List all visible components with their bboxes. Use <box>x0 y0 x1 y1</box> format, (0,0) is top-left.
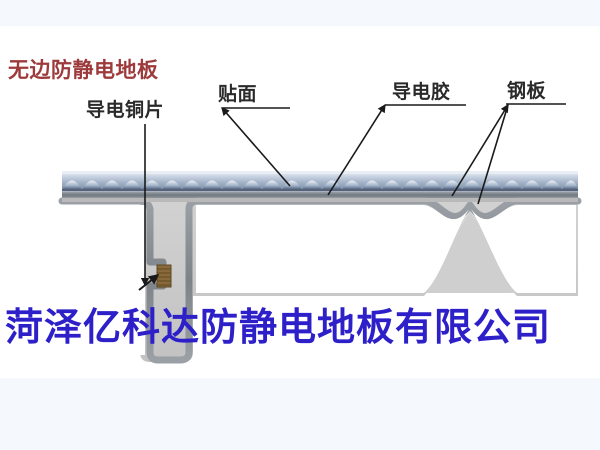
dome-core-fill <box>424 211 516 293</box>
facing-underline <box>62 189 578 192</box>
label-conductive-adhesive: 导电胶 <box>392 82 451 103</box>
steel-plate <box>58 197 582 364</box>
steel-plate-profile <box>58 197 582 364</box>
adhesive-layer <box>62 192 578 198</box>
facing-scallop-pattern <box>62 180 578 190</box>
facing-leader <box>221 107 291 187</box>
steel-leader-b <box>477 104 509 205</box>
copper-strip-body <box>157 265 171 287</box>
label-facing: 贴面 <box>218 84 258 105</box>
facing-highlight <box>62 171 578 174</box>
cavity-interior <box>66 205 576 355</box>
cavity-under-dome-left <box>196 205 469 293</box>
label-copper-strip: 导电铜片 <box>86 100 165 121</box>
scallop-facets <box>62 180 578 190</box>
label-steel-plate: 钢板 <box>507 81 547 102</box>
copper-strip-hatch <box>157 268 171 286</box>
steel-leader-a <box>451 103 509 197</box>
adhesive-band <box>62 192 578 198</box>
core-thin-strip <box>62 198 578 202</box>
cavity-under-dome-right <box>471 205 576 293</box>
cavity-left <box>66 205 145 355</box>
adhesive-leader <box>327 103 386 196</box>
callout-leaders <box>140 103 566 287</box>
copper-strip <box>138 264 172 291</box>
facing-layer <box>62 171 578 192</box>
page-title: 无边防静电地板 <box>8 58 159 82</box>
